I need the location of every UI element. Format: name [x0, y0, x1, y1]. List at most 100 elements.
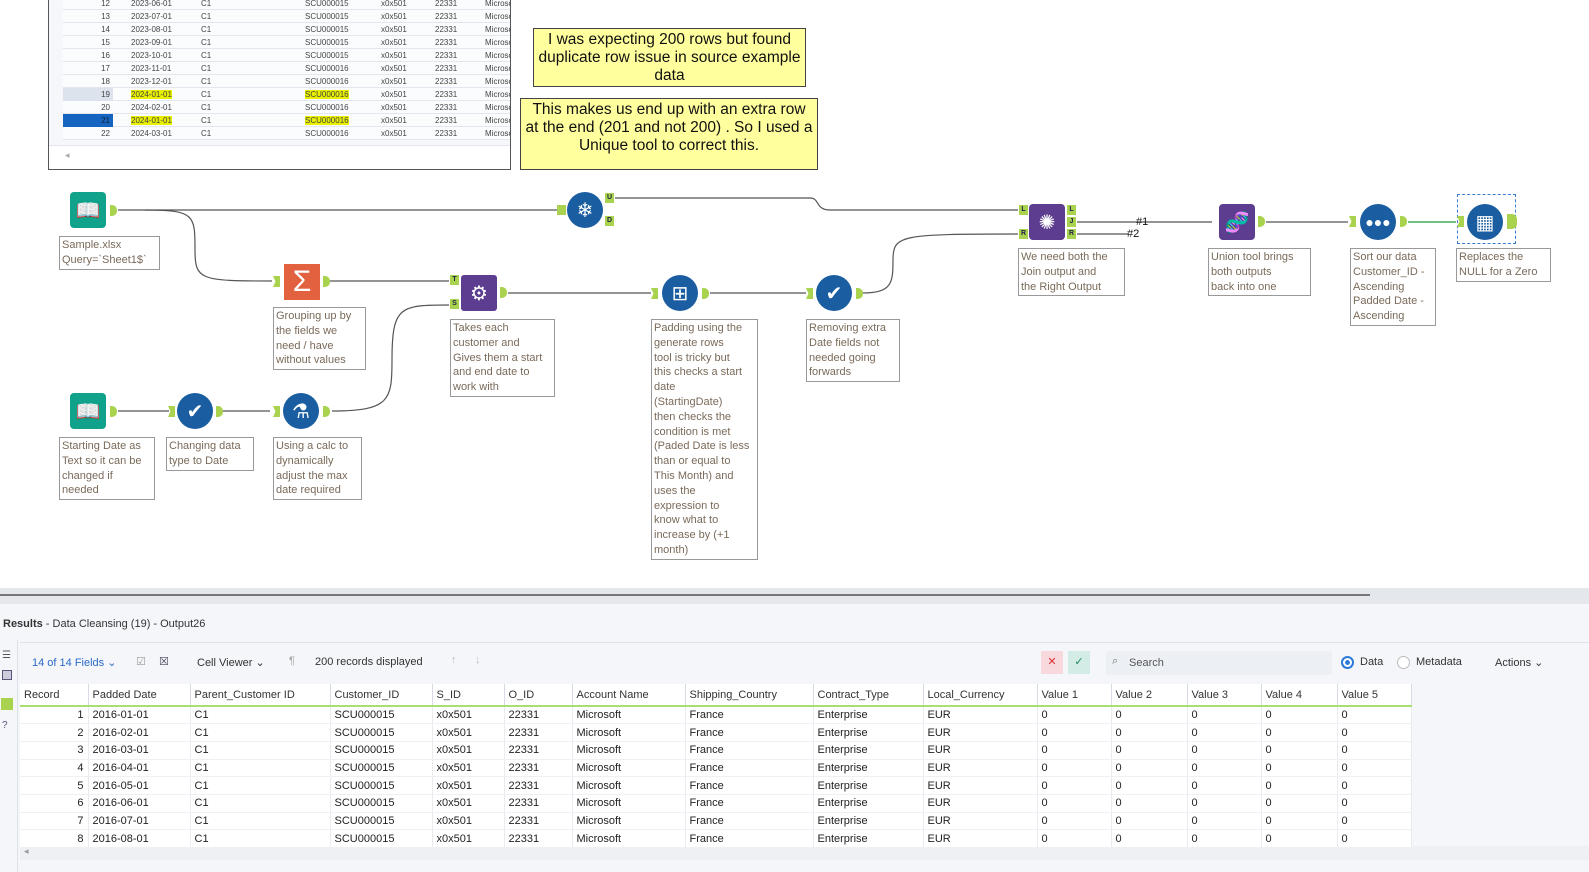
- table-cell[interactable]: France: [685, 741, 814, 760]
- table-cell[interactable]: 22331: [504, 741, 573, 760]
- table-cell[interactable]: SCU000015: [330, 741, 433, 760]
- table-cell[interactable]: 0: [1037, 723, 1112, 742]
- table-cell[interactable]: x0x501: [432, 706, 505, 725]
- table-cell[interactable]: 0: [1261, 829, 1338, 848]
- table-cell[interactable]: 2016-05-01: [88, 776, 191, 795]
- table-cell[interactable]: 0: [1111, 706, 1188, 725]
- preview-scrollbar[interactable]: ◂: [49, 145, 510, 169]
- table-cell[interactable]: 0: [1187, 776, 1262, 795]
- table-cell[interactable]: 0: [1261, 812, 1338, 831]
- table-cell[interactable]: Enterprise: [813, 776, 924, 795]
- table-cell[interactable]: SCU000015: [330, 723, 433, 742]
- deselect-all-icon[interactable]: ☒: [159, 656, 169, 668]
- select-all-checkbox-icon[interactable]: ☑: [136, 656, 146, 668]
- list-icon[interactable]: ☰: [2, 650, 11, 661]
- table-cell[interactable]: Enterprise: [813, 723, 924, 742]
- table-cell[interactable]: x0x501: [432, 794, 505, 813]
- table-cell[interactable]: Microsoft: [572, 794, 686, 813]
- table-cell[interactable]: 0: [1261, 723, 1338, 742]
- sort-tool-dots-icon[interactable]: ●●●: [1360, 204, 1396, 240]
- summarize-tool-sigma-icon[interactable]: Σ: [284, 264, 320, 300]
- column-header[interactable]: Padded Date: [88, 684, 191, 707]
- table-cell[interactable]: 0: [1261, 794, 1338, 813]
- table-cell[interactable]: Enterprise: [813, 794, 924, 813]
- pilcrow-icon[interactable]: ¶: [289, 655, 295, 667]
- table-cell[interactable]: 22331: [504, 776, 573, 795]
- table-cell[interactable]: SCU000015: [330, 776, 433, 795]
- table-cell[interactable]: Microsoft: [572, 829, 686, 848]
- table-cell[interactable]: EUR: [923, 794, 1038, 813]
- unique-tool-snowflake-icon[interactable]: ❄: [567, 192, 603, 228]
- table-cell[interactable]: 0: [1187, 759, 1262, 778]
- column-header[interactable]: Value 2: [1111, 684, 1188, 707]
- column-header[interactable]: Account Name: [572, 684, 686, 707]
- table-cell[interactable]: 0: [1037, 776, 1112, 795]
- table-cell[interactable]: EUR: [923, 829, 1038, 848]
- select-tool-2-check-icon[interactable]: ✔: [816, 275, 852, 311]
- table-cell[interactable]: 0: [1337, 794, 1412, 813]
- table-cell[interactable]: 2016-01-01: [88, 706, 191, 725]
- fields-dropdown[interactable]: 14 of 14 Fields ⌄: [32, 657, 117, 669]
- table-cell[interactable]: x0x501: [432, 723, 505, 742]
- table-cell[interactable]: 22331: [504, 829, 573, 848]
- search-input[interactable]: ⌕ Search: [1106, 651, 1332, 675]
- table-cell[interactable]: C1: [190, 829, 331, 848]
- column-header[interactable]: Shipping_Country: [685, 684, 814, 707]
- table-cell[interactable]: 2016-08-01: [88, 829, 191, 848]
- column-header[interactable]: Value 4: [1261, 684, 1338, 707]
- column-header[interactable]: Value 1: [1037, 684, 1112, 707]
- table-cell[interactable]: x0x501: [432, 776, 505, 795]
- table-cell[interactable]: 1: [20, 706, 89, 725]
- table-cell[interactable]: 0: [1037, 759, 1112, 778]
- table-cell[interactable]: 0: [1187, 741, 1262, 760]
- table-cell[interactable]: France: [685, 776, 814, 795]
- table-cell[interactable]: 0: [1111, 759, 1188, 778]
- table-cell[interactable]: 7: [20, 812, 89, 831]
- column-header[interactable]: S_ID: [432, 684, 505, 707]
- output-anchor-icon[interactable]: [1, 698, 13, 710]
- table-cell[interactable]: 0: [1187, 794, 1262, 813]
- table-cell[interactable]: 22331: [504, 723, 573, 742]
- formula-tool-flask-icon[interactable]: ⚗: [283, 393, 319, 429]
- data-radio[interactable]: [1341, 656, 1354, 669]
- actions-dropdown[interactable]: Actions ⌄: [1495, 657, 1544, 669]
- help-icon[interactable]: ?: [2, 720, 8, 731]
- table-cell[interactable]: 0: [1037, 829, 1112, 848]
- horizontal-scrollbar[interactable]: ◂: [20, 846, 1589, 860]
- table-cell[interactable]: 5: [20, 776, 89, 795]
- table-cell[interactable]: Microsoft: [572, 741, 686, 760]
- table-cell[interactable]: 0: [1037, 706, 1112, 725]
- generate-rows-tool-icon[interactable]: ⊞: [662, 275, 698, 311]
- table-cell[interactable]: 0: [1337, 723, 1412, 742]
- table-cell[interactable]: 2016-02-01: [88, 723, 191, 742]
- metadata-radio[interactable]: [1397, 656, 1410, 669]
- column-header[interactable]: Value 5: [1337, 684, 1412, 707]
- table-cell[interactable]: 0: [1337, 741, 1412, 760]
- table-cell[interactable]: SCU000015: [330, 812, 433, 831]
- table-cell[interactable]: 0: [1261, 741, 1338, 760]
- column-header[interactable]: Record: [20, 684, 89, 707]
- table-cell[interactable]: EUR: [923, 759, 1038, 778]
- table-cell[interactable]: France: [685, 759, 814, 778]
- table-cell[interactable]: 0: [1111, 829, 1188, 848]
- table-cell[interactable]: 0: [1337, 759, 1412, 778]
- table-cell[interactable]: 0: [1187, 706, 1262, 725]
- text-input-tool-book-icon[interactable]: 📖: [70, 393, 106, 429]
- table-cell[interactable]: 4: [20, 759, 89, 778]
- column-header[interactable]: Local_Currency: [923, 684, 1038, 707]
- table-cell[interactable]: 0: [1111, 723, 1188, 742]
- table-cell[interactable]: SCU000015: [330, 706, 433, 725]
- table-cell[interactable]: Microsoft: [572, 706, 686, 725]
- table-cell[interactable]: 6: [20, 794, 89, 813]
- input-data-tool-book-icon[interactable]: 📖: [70, 192, 106, 228]
